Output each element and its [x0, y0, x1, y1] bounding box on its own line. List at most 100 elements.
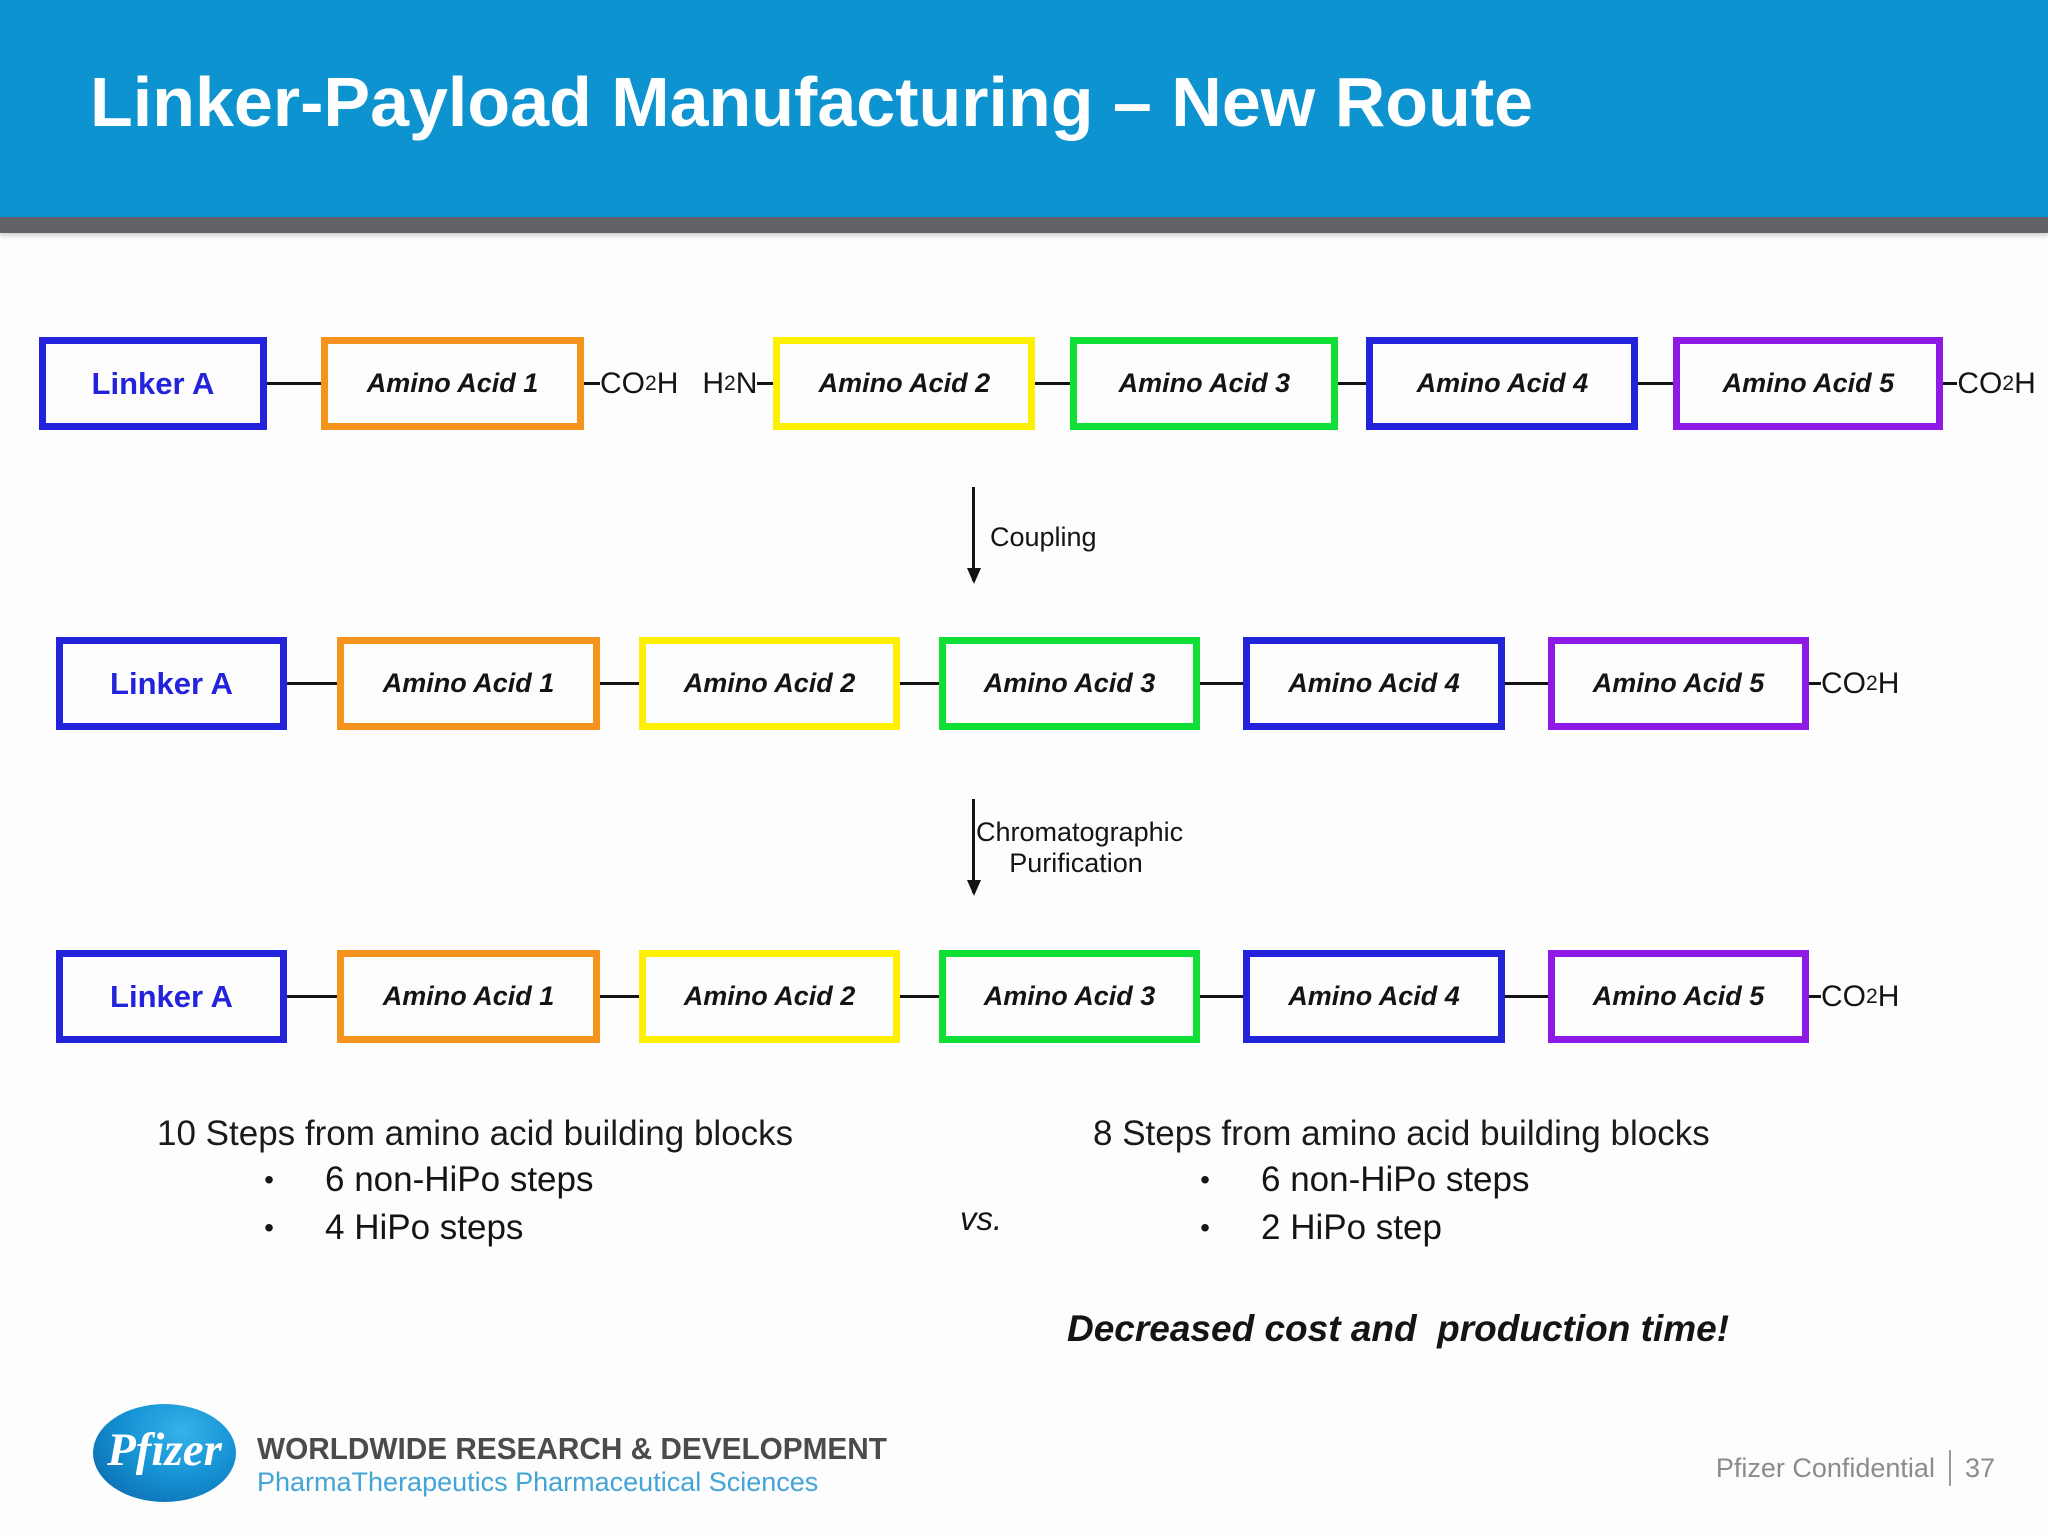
chain-box-amino-acid-4: Amino Acid 4 [1243, 950, 1505, 1043]
chain-box-label: Amino Acid 3 [983, 981, 1156, 1011]
slide-header: Linker-Payload Manufacturing – New Route [0, 0, 2048, 217]
bullet-label: 2 HiPo step [1261, 1208, 1442, 1247]
chain-box-label: Amino Acid 5 [1722, 368, 1895, 398]
chain-box-label: Amino Acid 1 [382, 668, 555, 698]
reaction-arrow-label-line: Chromatographic [976, 817, 1184, 847]
bond-line [1200, 995, 1243, 998]
reaction-arrow-label-line: Coupling [990, 522, 1097, 552]
pfizer-logo: Pfizer [93, 1404, 236, 1502]
chain-box-amino-acid-1: Amino Acid 1 [337, 950, 600, 1043]
chain-box-label: Amino Acid 3 [983, 668, 1156, 698]
footer-confidential: Pfizer Confidential 37 [1650, 1450, 1995, 1486]
chain-box-amino-acid-3: Amino Acid 3 [939, 637, 1200, 730]
vs-label: vs. [960, 1200, 1003, 1237]
bullet-dot: • [264, 1212, 274, 1243]
bullet-dot: • [1200, 1164, 1210, 1195]
chain-box-label: Amino Acid 1 [366, 368, 539, 398]
bullet-label: 4 HiPo steps [325, 1208, 524, 1247]
new-route-bullet-list: • 6 non-HiPo steps • 2 HiPo step [1093, 1156, 1710, 1252]
bond-line [287, 995, 337, 998]
old-route-bullet-list: • 6 non-HiPo steps • 4 HiPo steps [157, 1156, 793, 1252]
bond-line [600, 995, 639, 998]
bullet-item: • 6 non-HiPo steps [157, 1156, 793, 1204]
footer-separator [1948, 1450, 1951, 1486]
chain-box-label: Amino Acid 5 [1592, 981, 1765, 1011]
chain-box-amino-acid-2: Amino Acid 2 [639, 950, 900, 1043]
chain-box-label: Linker A [110, 978, 233, 1014]
bond-line [1035, 382, 1071, 385]
chain-box-label: Linker A [110, 665, 233, 701]
bond-line [584, 382, 600, 385]
confidential-label: Pfizer Confidential [1715, 1452, 1935, 1483]
chain-row-3: Linker A Amino Acid 1 Amino Acid 2 Amino Ac… [56, 950, 1899, 1043]
chain-box-label: Amino Acid 2 [683, 981, 856, 1011]
chain-box-label: Amino Acid 1 [382, 981, 555, 1011]
bullet-item: • 6 non-HiPo steps [1093, 1156, 1710, 1204]
bond-line [287, 682, 337, 685]
chain-box-amino-acid-3: Amino Acid 3 [1070, 337, 1339, 430]
chain-box-amino-acid-5: Amino Acid 5 [1673, 337, 1944, 430]
chain-row-2: Linker A Amino Acid 1 Amino Acid 2 Amino Ac… [56, 637, 1899, 730]
chain-box-label: Amino Acid 4 [1288, 668, 1460, 698]
bond-line [1505, 995, 1548, 998]
bond-line [1809, 995, 1821, 998]
chain-box-amino-acid-4: Amino Acid 4 [1243, 637, 1505, 730]
bullet-item: • 4 HiPo steps [157, 1204, 793, 1252]
new-route-summary: 8 Steps from amino acid building blocks … [1093, 1112, 1710, 1252]
chain-box-amino-acid-5: Amino Acid 5 [1548, 637, 1809, 730]
chain-box-amino-acid-4: Amino Acid 4 [1366, 337, 1639, 430]
chain-box-amino-acid-2: Amino Acid 2 [773, 337, 1036, 430]
reaction-arrow-label-1: Coupling [990, 522, 1150, 553]
old-route-heading: 10 Steps from amino acid building blocks [157, 1114, 794, 1153]
bond-line [1638, 382, 1674, 385]
bullet-dot: • [1200, 1212, 1210, 1243]
chain-box-amino-acid-1: Amino Acid 1 [321, 337, 584, 430]
bond-line [1809, 682, 1821, 685]
bullet-label: 6 non-HiPo steps [325, 1160, 594, 1199]
bond-line [1338, 382, 1367, 385]
chain-box-amino-acid-1: Amino Acid 1 [337, 637, 600, 730]
chain-box-linker-a: Linker A [39, 337, 267, 430]
chain-box-label: Amino Acid 2 [818, 368, 991, 398]
bullet-item: • 2 HiPo step [1093, 1204, 1710, 1252]
chain-box-label: Amino Acid 3 [1118, 368, 1291, 398]
chain-box-amino-acid-3: Amino Acid 3 [939, 950, 1200, 1043]
reaction-arrow-1 [967, 487, 981, 584]
page-number: 37 [1964, 1452, 1995, 1483]
chain-box-label: Amino Acid 5 [1592, 668, 1765, 698]
old-route-summary: 10 Steps from amino acid building blocks… [157, 1112, 793, 1252]
conclusion-text: Decreased cost and production time! [1067, 1308, 1730, 1349]
bond-line [1943, 382, 1958, 385]
bond-line [1200, 682, 1243, 685]
chain-box-label: Amino Acid 2 [683, 668, 856, 698]
chain-box-linker-a: Linker A [56, 950, 287, 1043]
bond-line [1505, 682, 1548, 685]
org-name-line2: PharmaTherapeutics Pharmaceutical Scienc… [257, 1467, 819, 1497]
bullet-dot: • [264, 1164, 274, 1195]
chain-box-label: Linker A [91, 365, 215, 401]
bond-line [900, 995, 939, 998]
bond-line [757, 382, 774, 385]
page-title: Linker-Payload Manufacturing – New Route [90, 63, 1533, 141]
reaction-arrow-label-line: Purification [1009, 848, 1143, 878]
bond-line [267, 382, 321, 385]
pfizer-logo-text: Pfizer [107, 1424, 222, 1476]
chain-box-linker-a: Linker A [56, 637, 287, 730]
bond-line [600, 682, 639, 685]
chain-box-amino-acid-5: Amino Acid 5 [1548, 950, 1809, 1043]
bullet-label: 6 non-HiPo steps [1261, 1160, 1530, 1199]
header-divider [0, 217, 2048, 233]
chain-box-amino-acid-2: Amino Acid 2 [639, 637, 900, 730]
org-name-line1: WORLDWIDE RESEARCH & DEVELOPMENT [257, 1431, 887, 1466]
spacer [678, 383, 702, 384]
chain-box-label: Amino Acid 4 [1288, 981, 1460, 1011]
reaction-arrow-2 [967, 799, 981, 896]
bond-line [900, 682, 939, 685]
chain-box-label: Amino Acid 4 [1416, 368, 1589, 398]
